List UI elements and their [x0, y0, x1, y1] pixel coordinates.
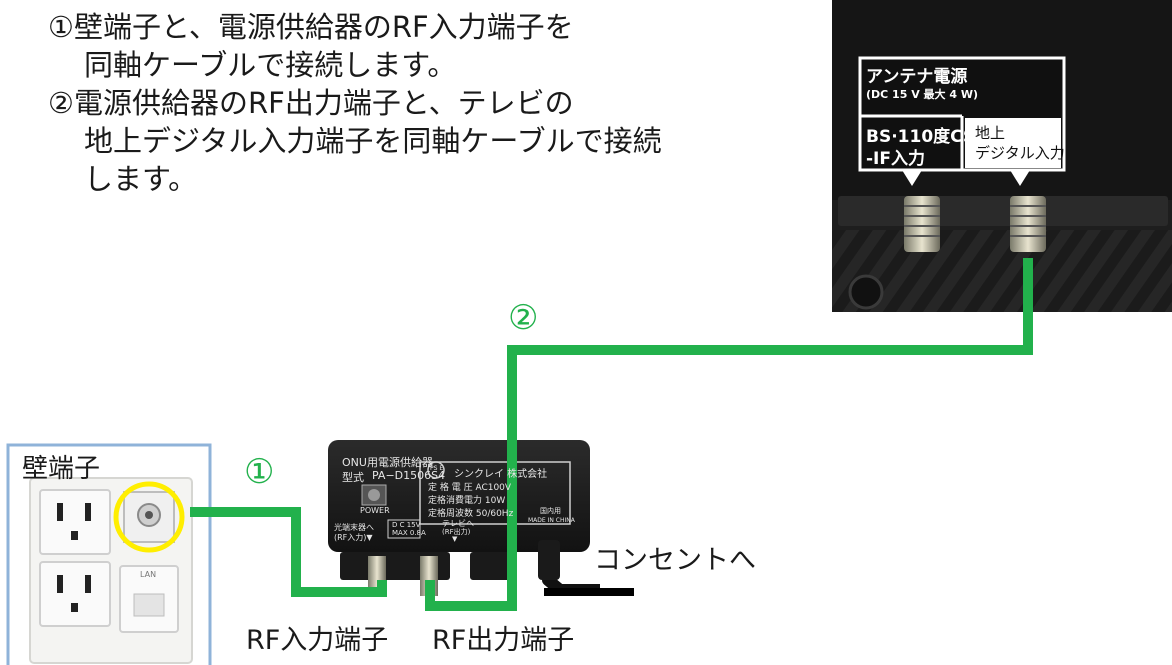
wall-terminal-title: 壁端子 — [22, 454, 101, 484]
unit-model: PA−D1506S4 — [372, 469, 446, 482]
step1-line1: ①壁端子と、電源供給器のRF入力端子を — [48, 10, 574, 44]
terrestrial-connector — [1010, 196, 1046, 252]
terrestrial-input-label-2: デジタル入力 — [975, 144, 1065, 162]
unit-dc-rating: D C 15V — [392, 521, 421, 529]
unit-maker: シンクレイ 株式会社 — [454, 469, 548, 480]
step-marker-2: ② — [508, 298, 539, 338]
tv-rear-panel — [832, 0, 1172, 312]
power-outlet-icon — [39, 561, 111, 627]
unit-domestic: 国内用 — [540, 507, 561, 515]
unit-tv-arrow: ▼ — [452, 535, 458, 543]
outlet-label: コンセントへ — [594, 545, 756, 576]
unit-made-in: MADE IN CHINA — [528, 517, 575, 524]
cable-2 — [425, 258, 1033, 611]
power-outlet-icon — [39, 489, 111, 555]
antenna-power-label: アンテナ電源 — [866, 67, 968, 87]
terrestrial-input-label: 地上 — [975, 124, 1006, 142]
highlight-circle — [113, 481, 185, 553]
wall-plate — [6, 443, 212, 665]
unit-tv-label-2: (RF出力) — [442, 528, 471, 536]
antenna-power-spec: (DC 15 V 最大 4 W) — [866, 88, 979, 101]
unit-power-label: POWER — [360, 506, 390, 515]
bs-connector — [904, 196, 940, 252]
unit-name: ONU用電源供給器 — [342, 456, 433, 469]
unit-input-label-2: (RF入力)▼ — [334, 533, 373, 542]
bs-input-label-2: -IF入力 — [866, 149, 925, 169]
step1-line2: 同軸ケーブルで接続します。 — [84, 48, 457, 82]
unit-spec-power: 定格消費電力 10W — [428, 496, 506, 506]
screw-icon — [848, 274, 884, 310]
step2-line2: 地上デジタル入力端子を同軸ケーブルで接続 — [84, 124, 662, 158]
arrow-bs-icon — [902, 170, 922, 186]
unit-tv-label: テレビへ — [442, 519, 474, 528]
bs-input-label: BS·110度CS — [866, 127, 976, 147]
rf-input-terminal-label: RF入力端子 — [246, 625, 389, 656]
rf-output-terminal-label: RF出力端子 — [432, 625, 575, 656]
pse-mark-icon — [427, 461, 445, 479]
unit-pse-mark: PS E — [430, 465, 444, 472]
cable-1 — [190, 507, 387, 597]
unit-input-label: 光端末器へ — [334, 523, 374, 532]
outlet-pointer-bar — [544, 588, 634, 596]
step-marker-1: ① — [244, 452, 275, 492]
unit-spec-voltage: 定 格 電 圧 AC100V — [428, 483, 512, 493]
arrow-terrestrial-icon — [1010, 170, 1030, 186]
unit-spec-frequency: 定格周波数 50/60Hz — [428, 509, 514, 519]
instructions: ①壁端子と、電源供給器のRF入力端子を 同軸ケーブルで接続します。 ②電源供給器… — [48, 8, 662, 198]
step2-line3: します。 — [84, 162, 198, 196]
unit-model-label: 型式 — [342, 471, 364, 484]
step2-line1: ②電源供給器のRF出力端子と、テレビの — [48, 86, 574, 120]
unit-dc-rating-2: MAX 0.8A — [392, 529, 426, 537]
lan-label: LAN — [140, 570, 157, 579]
